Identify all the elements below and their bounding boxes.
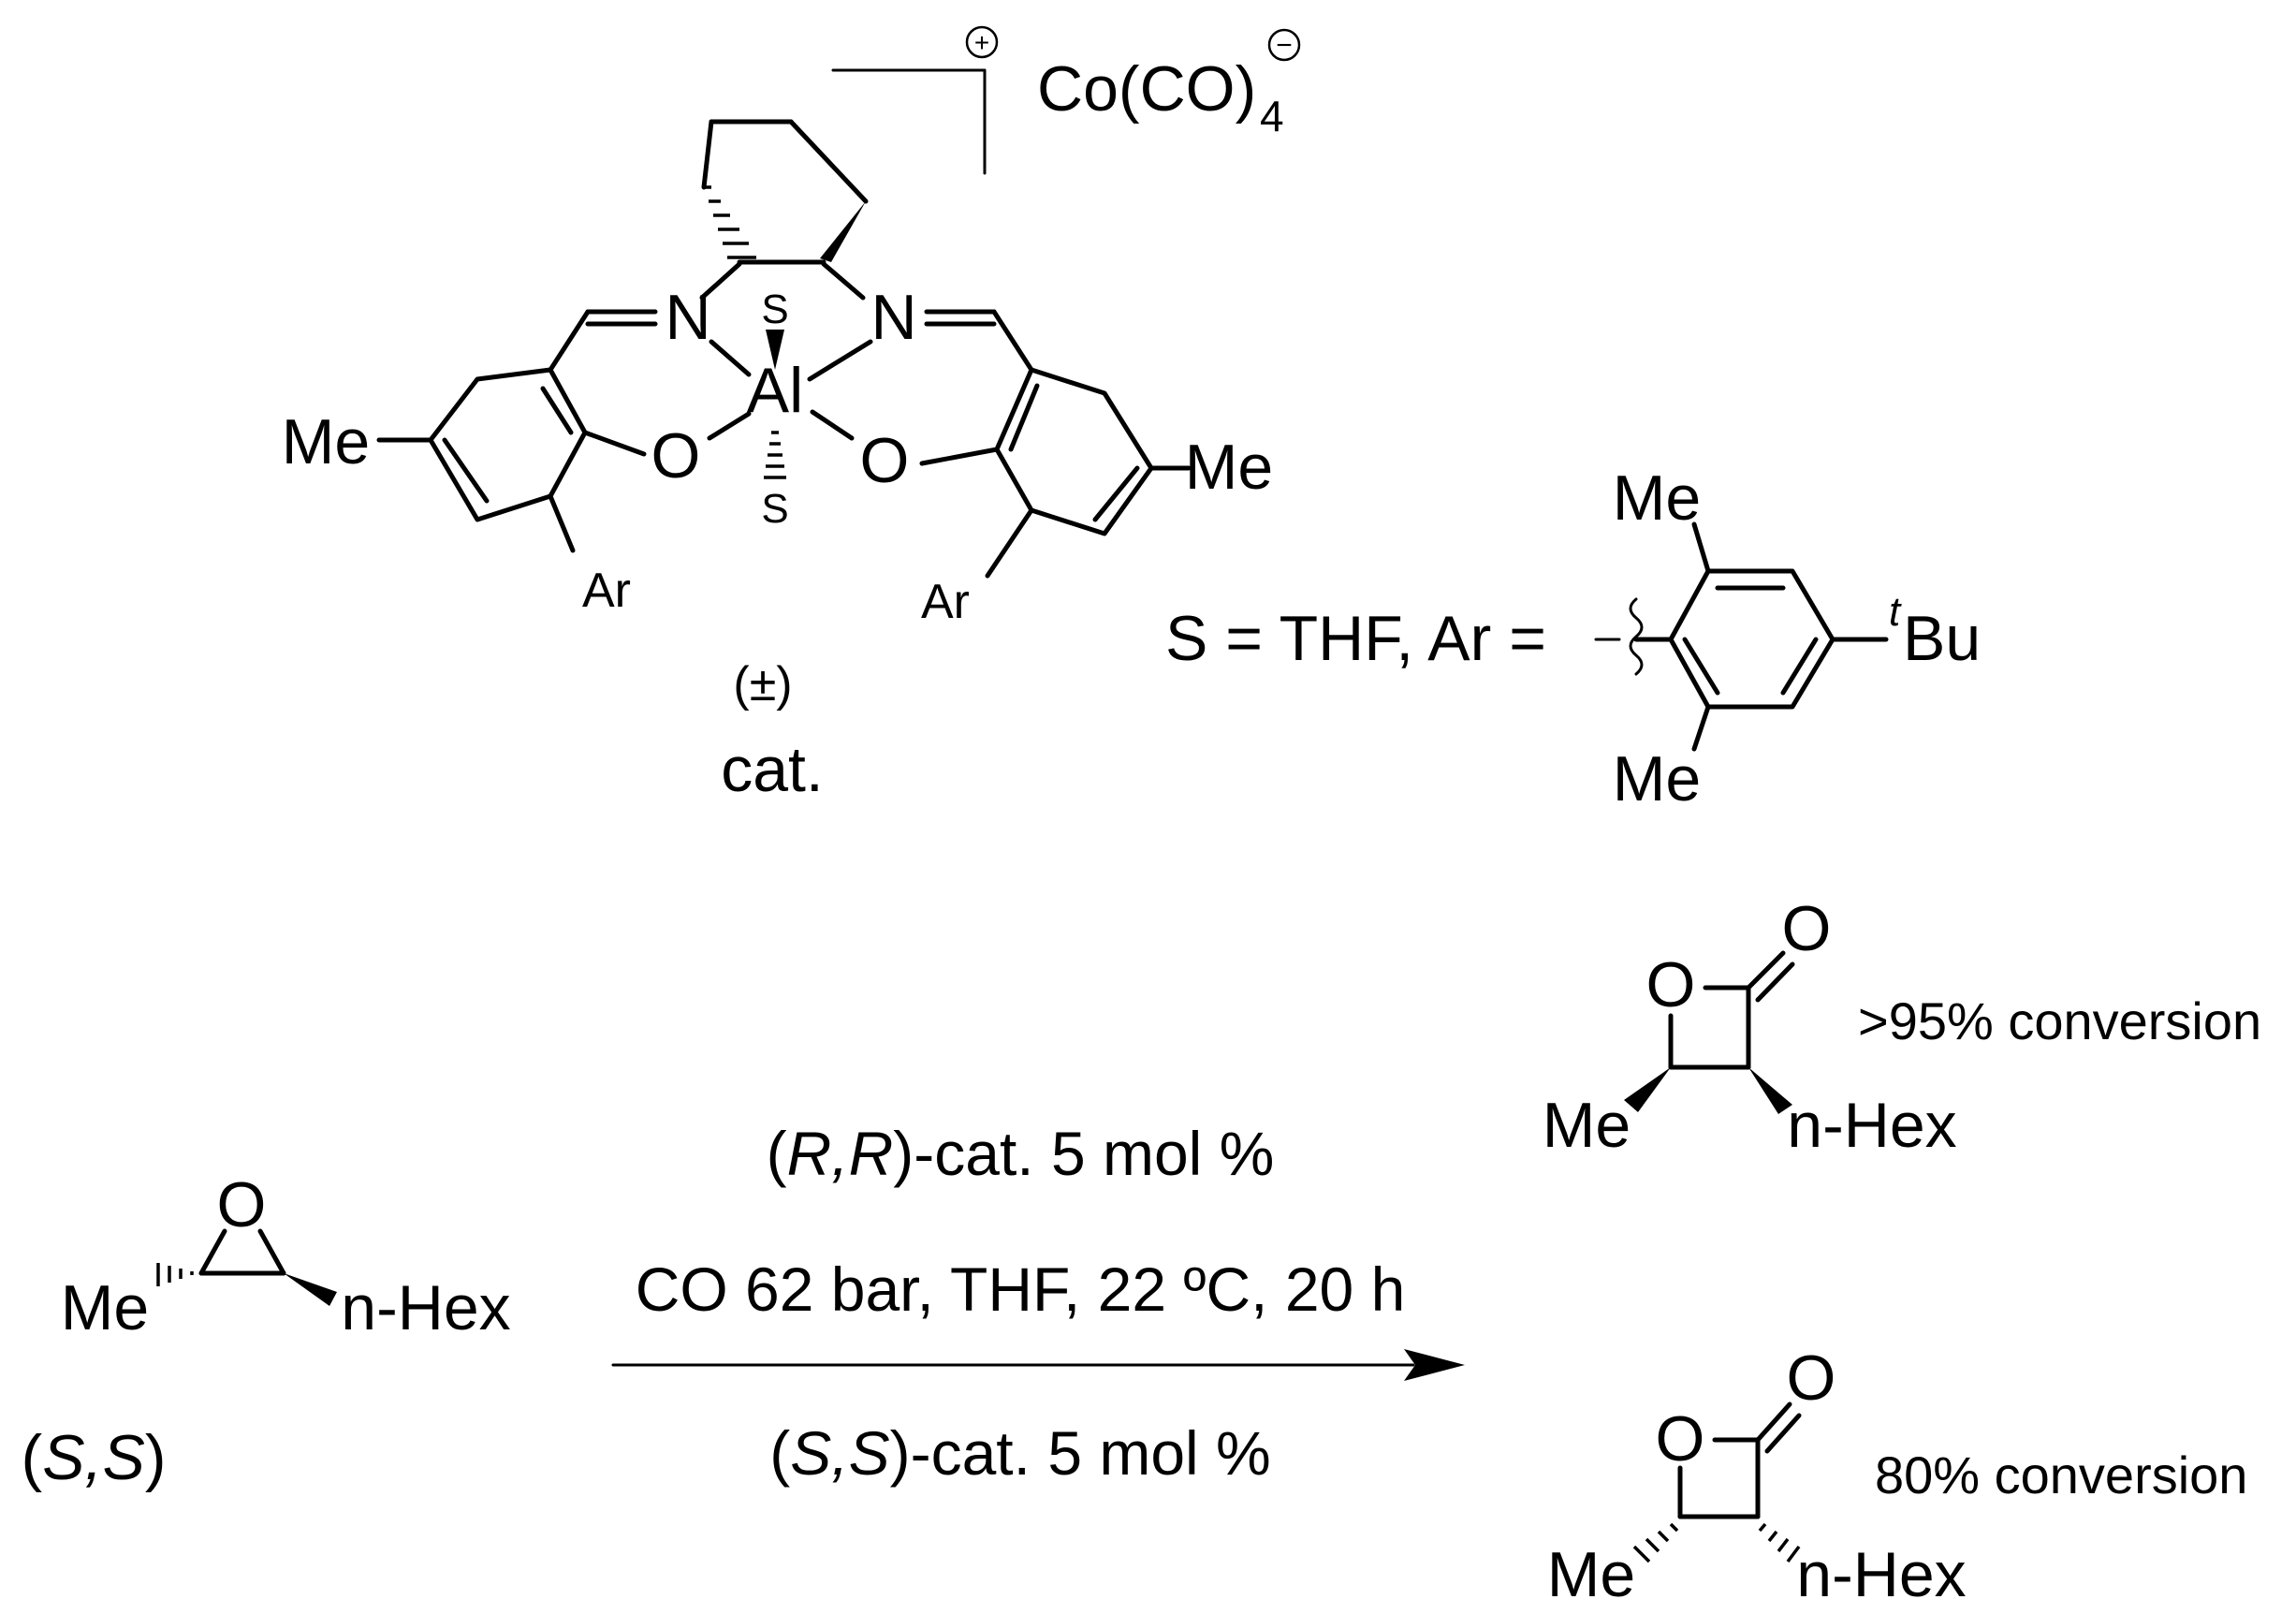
atom-o-left: O — [651, 420, 701, 492]
c-ar-bond-left — [548, 493, 576, 553]
hashed-bond — [704, 185, 756, 259]
wedge-bond-hex — [1748, 1067, 1792, 1114]
catalyst-structure: + Co(CO) 4 − N N S — [282, 25, 1301, 805]
product-top-lactone: O O Me n-Hex >95% conversion — [1543, 893, 2261, 1161]
aryl-right: Ar — [921, 575, 970, 629]
aromatic-bond — [1092, 465, 1140, 522]
benzene-ring-right — [994, 367, 1154, 536]
plus-charge-circle — [965, 25, 999, 59]
hashed-bond-hex — [1758, 1522, 1801, 1563]
reaction-conditions: (R,R)-cat. 5 mol % CO 62 bar, THF, 22 ºC… — [611, 1119, 1465, 1488]
counterion: Co(CO) — [1037, 53, 1256, 125]
cyclohexane-bond — [788, 119, 869, 204]
al-o-bond-right — [810, 409, 855, 441]
imine-ch-bond-left — [548, 309, 591, 373]
product-top-conversion: >95% conversion — [1858, 991, 2261, 1050]
al-n-bond-right — [807, 339, 873, 382]
wedge-bond-hex — [284, 1273, 337, 1306]
epoxide-oxygen: O — [217, 1169, 267, 1240]
tbu-prefix: t — [1889, 589, 1902, 635]
aromatic-bond — [442, 437, 490, 504]
product-top-hexyl: n-Hex — [1787, 1090, 1956, 1161]
imine-ch-bond-right — [991, 309, 1034, 373]
epoxide-bond — [198, 1228, 227, 1276]
atom-al: Al — [747, 355, 803, 426]
carbonyl-oxygen: O — [1782, 893, 1832, 964]
c-n-bond-right — [821, 261, 866, 301]
counterion-subscript: 4 — [1260, 92, 1284, 140]
catalyst-label: cat. — [721, 734, 824, 805]
carbonyl-bond — [1755, 961, 1795, 1003]
racemic-label: (±) — [733, 657, 792, 712]
condition-top: (R,R)-cat. 5 mol % — [767, 1119, 1275, 1188]
carbonyl-oxygen: O — [1787, 1343, 1836, 1414]
reactant-epoxide: O Me n-Hex (S,S) — [22, 1169, 511, 1493]
c-o-bond-left — [582, 430, 647, 457]
wedge-bond-me — [1624, 1067, 1671, 1112]
aromatic-bond — [1682, 637, 1720, 696]
wavy-bond-icon — [1629, 597, 1644, 676]
minus-charge-circle — [1267, 28, 1301, 62]
aromatic-bond — [540, 386, 574, 435]
atom-o-right: O — [860, 425, 910, 496]
ring-oxygen: O — [1656, 1403, 1705, 1475]
c-me-bond-bottom — [1691, 704, 1711, 752]
methyl-top: Me — [1613, 462, 1701, 534]
ring-oxygen: O — [1646, 949, 1696, 1020]
tert-butyl: Bu — [1903, 603, 1981, 674]
product-bottom-lactone: O O Me n-Hex 80% conversion — [1547, 1343, 2248, 1610]
carbonyl-bond — [1764, 1413, 1802, 1454]
c-ar-bond-right — [985, 507, 1034, 579]
substituent-definitions: S = THF, Ar = Me Me t Bu — [1165, 462, 1981, 814]
condition-bottom: (S,S)-cat. 5 mol % — [769, 1418, 1270, 1488]
aryl-left: Ar — [582, 564, 631, 618]
plus-charge: + — [974, 28, 989, 57]
benzene-ring-left — [428, 367, 588, 522]
solvent-bottom: S — [761, 486, 788, 532]
atom-n-right: N — [870, 282, 916, 353]
atom-n-left: N — [665, 282, 710, 353]
aromatic-bond — [1780, 637, 1819, 696]
methyl-bottom: Me — [1613, 743, 1701, 814]
carbonyl-bond — [1755, 1401, 1792, 1443]
methyl-right: Me — [1185, 432, 1273, 503]
reactant-hexyl: n-Hex — [341, 1272, 510, 1343]
aryl-ring — [1668, 568, 1835, 710]
product-bottom-hexyl: n-Hex — [1796, 1539, 1966, 1610]
carbonyl-bond — [1746, 950, 1786, 990]
product-bottom-methyl: Me — [1547, 1539, 1635, 1610]
solvent-top: S — [761, 286, 788, 332]
wedge-bond — [820, 201, 866, 262]
cyclohexane-bond — [701, 119, 714, 190]
reactant-stereo: (S,S) — [22, 1422, 167, 1493]
epoxide-bond — [257, 1228, 286, 1276]
al-n-bond-left — [709, 339, 752, 377]
aromatic-bond — [1008, 383, 1040, 452]
c-n-bond-left — [699, 261, 742, 301]
hashed-bond-me — [156, 1263, 194, 1286]
arrow-head-icon — [1404, 1349, 1465, 1381]
hashed-bond-al-s — [764, 431, 786, 479]
condition-middle: CO 62 bar, THF, 22 ºC, 20 h — [636, 1255, 1406, 1324]
c-me-bond-top — [1691, 521, 1711, 574]
definitions-text: S = THF, Ar = — [1165, 603, 1546, 674]
hashed-bond-me — [1632, 1522, 1679, 1563]
product-top-methyl: Me — [1543, 1090, 1631, 1161]
methyl-left: Me — [282, 406, 370, 477]
reactant-methyl: Me — [61, 1272, 149, 1343]
wedge-bond-al-s — [766, 330, 784, 370]
al-o-bond-left — [707, 411, 752, 441]
minus-charge: − — [1276, 30, 1293, 61]
product-bottom-conversion: 80% conversion — [1875, 1445, 2247, 1504]
c-o-bond-right — [919, 447, 1000, 466]
